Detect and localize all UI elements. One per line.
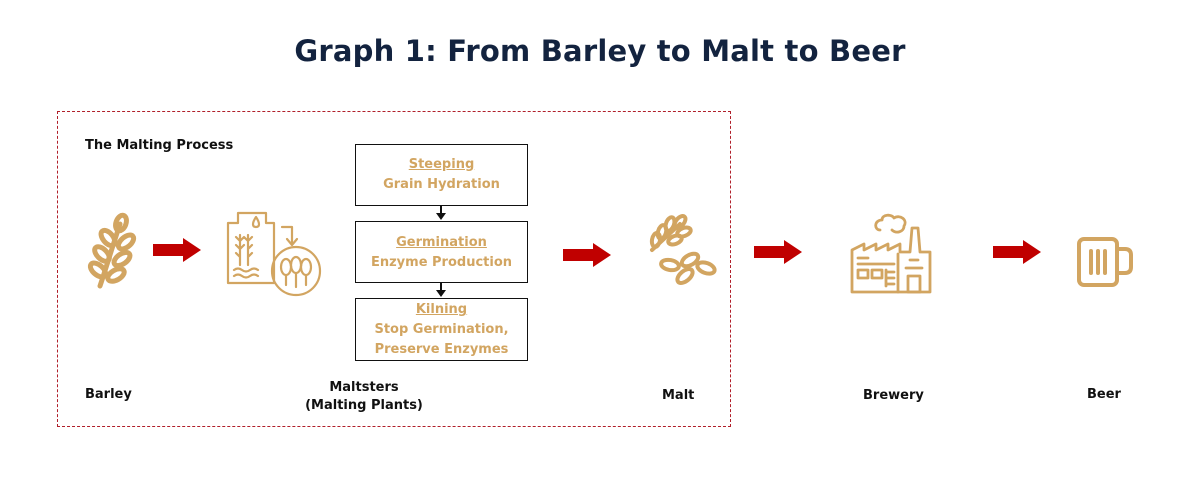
flow-arrow-2 — [563, 243, 611, 267]
node-label-beer: Beer — [1087, 387, 1121, 402]
node-label-barley: Barley — [85, 387, 132, 402]
malting-process-boundary — [57, 111, 731, 427]
step-connector-2 — [440, 283, 442, 291]
step-germination-detail: Enzyme Production — [370, 255, 513, 270]
flow-arrow-1 — [153, 238, 201, 262]
step-germination-heading: Germination — [396, 235, 487, 250]
step-kilning: Kilning Stop Germination, Preserve Enzym… — [355, 298, 528, 361]
node-label-brewery: Brewery — [863, 388, 924, 403]
step-kilning-heading: Kilning — [415, 302, 468, 317]
node-label-malt: Malt — [662, 388, 695, 403]
malt-grains-icon — [649, 214, 717, 285]
step-connector-1 — [440, 206, 442, 214]
step-kilning-detail-line1: Stop Germination, — [374, 322, 509, 337]
factory-icon — [850, 213, 932, 294]
step-steeping-detail: Grain Hydration — [383, 177, 500, 192]
beer-mug-icon — [1077, 237, 1133, 287]
node-label-maltsters-line1: Maltsters — [329, 380, 399, 395]
step-steeping: Steeping Grain Hydration — [355, 144, 528, 206]
malting-process-label: The Malting Process — [85, 138, 234, 153]
step-kilning-detail-line2: Preserve Enzymes — [374, 342, 509, 357]
node-label-maltsters-line2: (Malting Plants) — [305, 398, 423, 413]
step-connector-arrowhead-2 — [436, 290, 446, 297]
step-steeping-heading: Steeping — [408, 157, 475, 172]
step-connector-arrowhead-1 — [436, 213, 446, 220]
diagram-title: Graph 1: From Barley to Malt to Beer — [294, 34, 906, 68]
malting-tank-icon — [226, 211, 322, 297]
step-germination: Germination Enzyme Production — [355, 221, 528, 283]
flow-arrow-3 — [754, 240, 802, 264]
node-label-maltsters: Maltsters (Malting Plants) — [284, 379, 444, 415]
flow-arrow-4 — [993, 240, 1041, 264]
wheat-icon — [87, 212, 137, 289]
